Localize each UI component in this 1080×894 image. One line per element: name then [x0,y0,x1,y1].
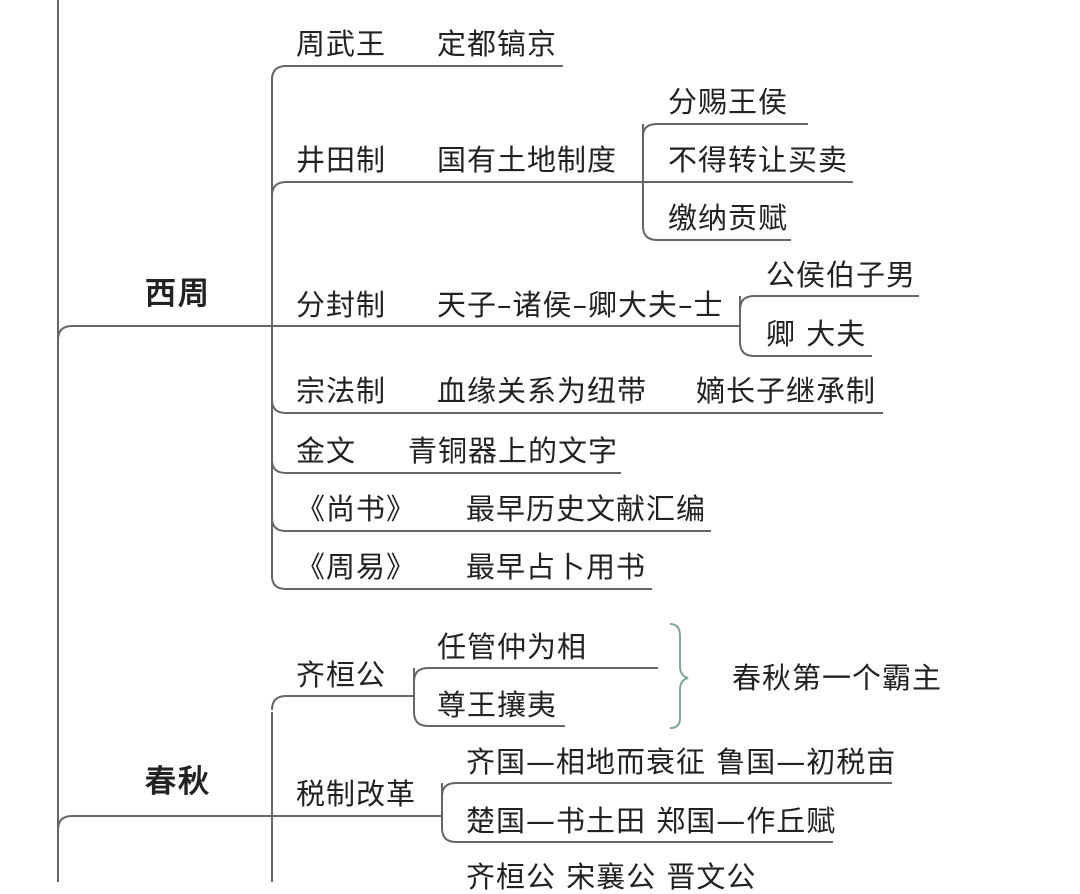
shuizhi-child-1 [441,782,892,797]
jingtian-child-3-text: 缴纳贡赋 [668,201,789,235]
branch-zhouyi [271,575,652,590]
qihuan-child-2-text: 尊王攘夷 [437,688,558,722]
note-zongfazhi: 血缘关系为纽带 [437,374,648,408]
node-shuizhi: 税制改革 [296,777,417,811]
shuizhi-child-2 [441,827,833,843]
node-fenfengzhi: 分封制 [296,288,387,322]
qihuan-child-1 [413,667,658,683]
note-jingtianzhi: 国有土地制度 [437,143,618,177]
branch-jinwen [271,459,621,474]
node-qihuangong: 齐桓公 [296,658,387,692]
era-line-xizhou [57,325,250,341]
qihuan-child-2 [413,711,565,727]
branch-jingtianzhi [271,181,643,197]
note-zhouyi: 最早占卜用书 [466,550,647,584]
jingtian-child-3 [642,225,791,241]
node-zhouyi: 《周易》 [296,550,417,584]
jingtian-child-2-text: 不得转让买卖 [668,143,849,177]
node-zongfazhi: 宗法制 [296,374,387,408]
jingtian-child-1 [642,123,808,137]
node-jinwen: 金文 [296,434,357,468]
branch-shangshu [271,517,711,532]
qihuan-summary: 春秋第一个霸主 [732,661,943,695]
fenfeng-child-1 [739,295,919,311]
era-line-chunqiu [57,815,250,831]
fenfeng-child-2-text: 卿 大夫 [766,317,867,351]
branch-zhouwuwang [271,65,563,81]
era-label-xizhou: 西周 [145,276,211,312]
node-zhouwuwang: 周武王 [296,27,387,61]
chunqiu-partial-text: 齐桓公 宋襄公 晋文公 [466,860,757,894]
note-shangshu: 最早历史文献汇编 [466,492,707,526]
summary-brace [669,623,689,729]
node-jingtianzhi: 井田制 [296,143,387,177]
note-jinwen: 青铜器上的文字 [408,434,619,468]
branch-zongfazhi [271,399,883,414]
branch-qihuangong [271,695,414,711]
node-shangshu: 《尚书》 [296,492,417,526]
fenfeng-child-2 [739,341,872,357]
era-label-chunqiu: 春秋 [145,764,211,800]
jingtian-child-1-text: 分赐王侯 [668,85,789,119]
shuizhi-child-1-text: 齐国—相地而衰征 鲁国—初税亩 [466,745,897,779]
note-fenfengzhi: 天子–诸侯–卿大夫–士 [437,288,724,322]
qihuan-child-1-text: 任管仲为相 [437,630,588,664]
fenfeng-child-1-text: 公侯伯子男 [766,258,917,292]
shuizhi-child-2-text: 楚国—书土田 郑国—作丘赋 [466,804,837,838]
note-zhouwuwang: 定都镐京 [437,27,558,61]
extra-zongfazhi: 嫡长子继承制 [696,374,877,408]
